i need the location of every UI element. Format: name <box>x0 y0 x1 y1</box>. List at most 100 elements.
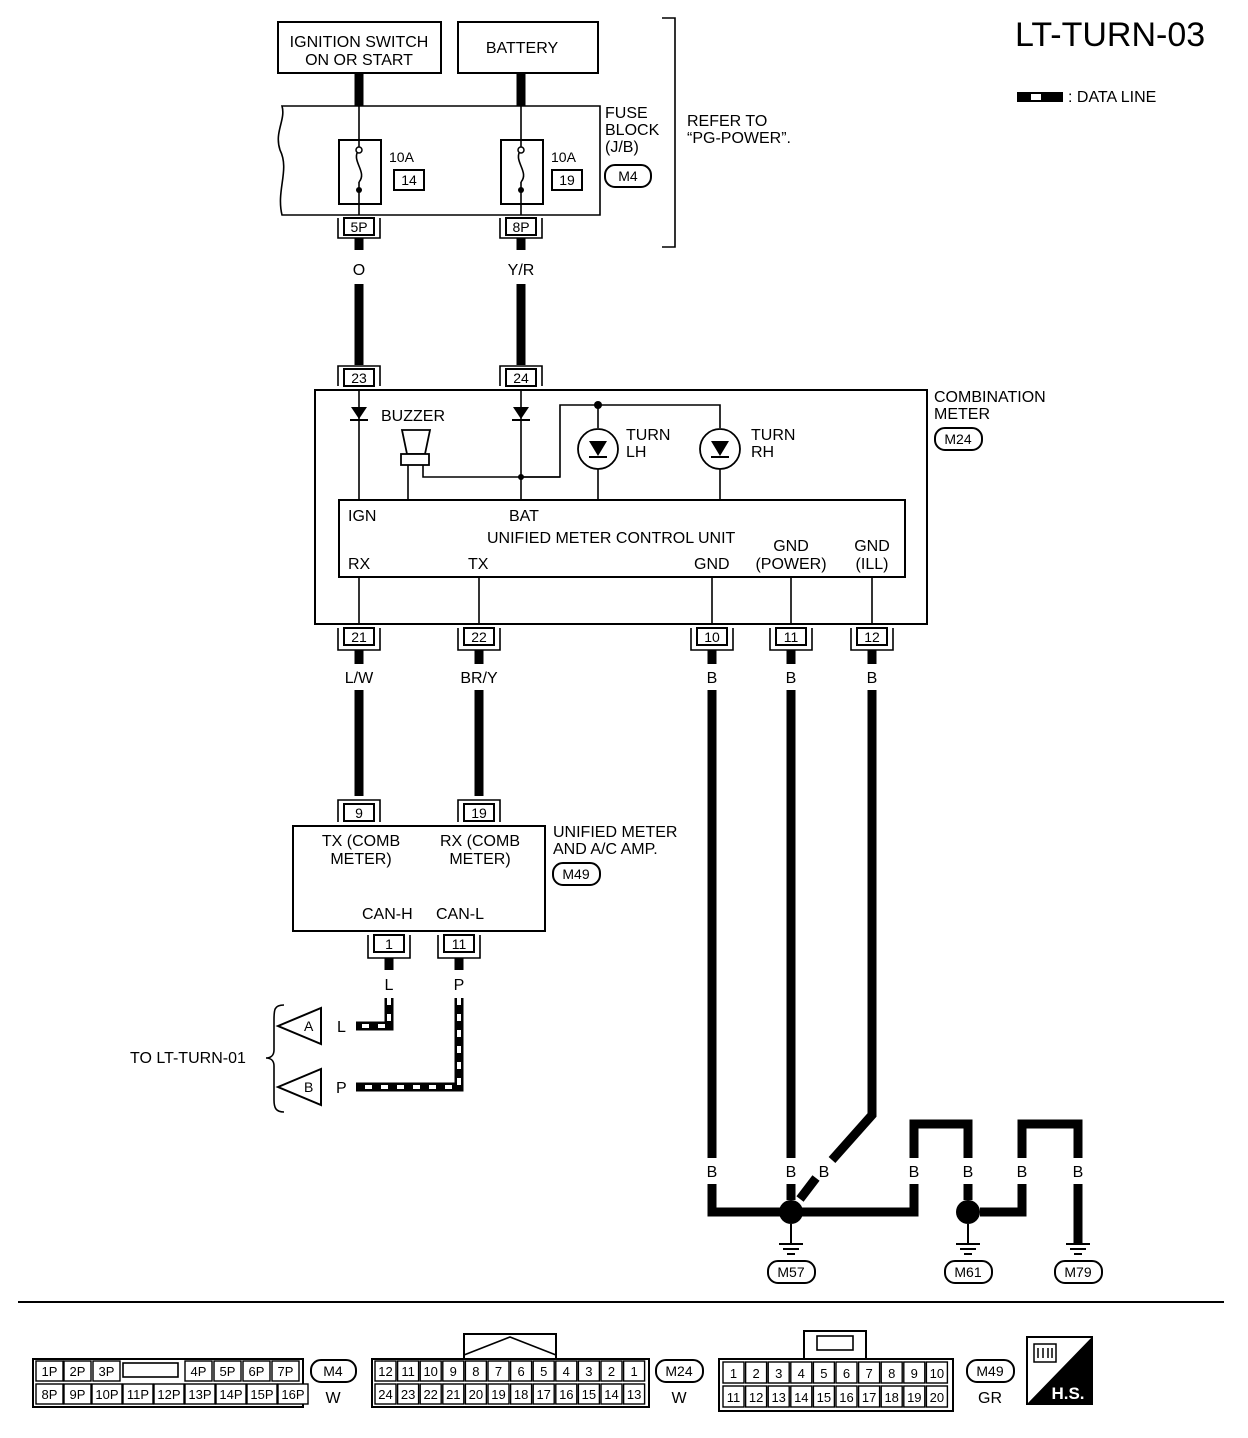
ground-m57: M57 <box>767 1200 816 1284</box>
m49-pin: 13 <box>771 1390 785 1405</box>
svg-text:IGN: IGN <box>348 508 376 525</box>
terminal-11-amp: 11 <box>437 934 481 959</box>
m24-pin: 1 <box>630 1364 637 1379</box>
unified-meter-ac-amp: TX (COMB METER) RX (COMB METER) CAN-H CA… <box>292 824 677 932</box>
m24-pin-cell <box>577 1383 601 1405</box>
svg-text:TX: TX <box>468 556 489 573</box>
m24-pin: 17 <box>536 1387 550 1402</box>
m24-pin-cell <box>532 1360 555 1382</box>
svg-text:L: L <box>385 977 394 994</box>
fuse-19: 10A 19 <box>500 106 583 215</box>
m4-pin: 14P <box>219 1387 242 1402</box>
svg-text:5P: 5P <box>350 219 367 235</box>
svg-text:RX: RX <box>348 556 371 573</box>
connector-m49-tag: M49 GR <box>966 1359 1015 1407</box>
m49-pin: 16 <box>839 1390 853 1405</box>
connector-icon <box>1033 1343 1057 1363</box>
m49-pin-cell <box>767 1361 790 1384</box>
m49-pin: 19 <box>907 1390 921 1405</box>
svg-text:Y/R: Y/R <box>508 262 535 279</box>
svg-text:H.S.: H.S. <box>1051 1384 1084 1403</box>
terminal-24: 24 <box>499 365 543 387</box>
svg-text:B: B <box>819 1164 830 1181</box>
m4-pin: 3P <box>99 1364 115 1379</box>
page-id: LT-TURN-03 <box>1015 16 1205 54</box>
connector-m4-tag: M4 W <box>310 1359 357 1407</box>
m4-pin: 8P <box>42 1387 58 1402</box>
m24-pin-cell <box>419 1383 442 1405</box>
to-lt-turn-01: A B TO LT-TURN-01 <box>130 1004 322 1113</box>
connector-m24-tag: M24 W <box>655 1359 704 1407</box>
svg-text:B: B <box>304 1079 313 1095</box>
svg-text:24: 24 <box>513 370 529 386</box>
svg-text:UNIFIED METER: UNIFIED METER <box>553 824 677 841</box>
m24-pin-cell <box>622 1383 646 1405</box>
terminal-8p: 8P <box>499 217 543 239</box>
svg-text:BATTERY: BATTERY <box>486 40 559 57</box>
m49-pin: 8 <box>888 1366 895 1381</box>
m49-pin: 6 <box>843 1366 850 1381</box>
m24-pin: 5 <box>540 1364 547 1379</box>
svg-text:FUSE: FUSE <box>605 105 648 122</box>
m24-pin: 6 <box>517 1364 524 1379</box>
m4-pin-cell <box>271 1360 300 1382</box>
m49-pin-cell <box>903 1385 926 1408</box>
svg-text:CAN-L: CAN-L <box>436 906 484 923</box>
terminal-23: 23 <box>337 365 381 387</box>
svg-text:1: 1 <box>385 936 393 952</box>
svg-text:BR/Y: BR/Y <box>460 670 498 687</box>
m4-pin: 1P <box>42 1364 58 1379</box>
m24-pin-cell <box>442 1383 465 1405</box>
m49-pin-cell <box>744 1385 768 1408</box>
m4-pin-cell <box>184 1383 216 1405</box>
svg-text:GND: GND <box>694 556 730 573</box>
m24-pin: 13 <box>627 1387 641 1402</box>
m49-pin-cell <box>722 1385 745 1408</box>
terminal-5p: 5P <box>337 217 381 239</box>
svg-text:TX (COMB: TX (COMB <box>322 833 400 850</box>
svg-text:B: B <box>867 670 878 687</box>
svg-text:B: B <box>1073 1164 1084 1181</box>
m4-pin: 16P <box>281 1387 304 1402</box>
m24-pin-cell <box>487 1360 510 1382</box>
m49-pin-cell <box>857 1385 881 1408</box>
svg-text:11: 11 <box>452 936 467 952</box>
svg-text:B: B <box>786 1164 797 1181</box>
m4-pin: 7P <box>278 1364 294 1379</box>
m49-pin-cell <box>903 1361 926 1384</box>
m4-pin: 11P <box>127 1387 149 1402</box>
m49-pin: 9 <box>911 1366 918 1381</box>
svg-text:B: B <box>707 1164 718 1181</box>
svg-text:10: 10 <box>704 629 720 645</box>
m24-pin-cell <box>464 1383 488 1405</box>
svg-text:M4: M4 <box>618 168 638 184</box>
buzzer-icon <box>400 429 560 500</box>
m24-pin-cell <box>509 1383 533 1405</box>
svg-text:M49: M49 <box>976 1363 1003 1379</box>
m24-pin: 10 <box>423 1364 437 1379</box>
m24-pin-cell <box>374 1360 397 1382</box>
svg-text:TO LT-TURN-01: TO LT-TURN-01 <box>130 1050 246 1067</box>
m24-pin-cell <box>555 1383 578 1405</box>
svg-text:M24: M24 <box>665 1363 692 1379</box>
m24-pin: 9 <box>450 1364 457 1379</box>
svg-text:M57: M57 <box>777 1264 804 1280</box>
m49-pin-cell <box>790 1385 813 1408</box>
m24-pin: 18 <box>514 1387 528 1402</box>
m24-pin: 20 <box>469 1387 483 1402</box>
svg-text:METER): METER) <box>330 851 391 868</box>
svg-text:P: P <box>454 977 465 994</box>
m24-pin-cell <box>396 1383 420 1405</box>
m4-pin: 4P <box>191 1364 207 1379</box>
m24-pin: 12 <box>378 1364 392 1379</box>
m4-pin: 15P <box>250 1387 273 1402</box>
svg-text:10A: 10A <box>551 149 577 165</box>
m4-pin-cell <box>215 1383 247 1405</box>
m24-pin-cell <box>442 1360 465 1382</box>
m24-pin-cell <box>555 1360 578 1382</box>
battery: BATTERY <box>457 21 599 74</box>
svg-text:W: W <box>671 1390 687 1407</box>
svg-text:B: B <box>963 1164 974 1181</box>
unified-meter-control-unit: IGN BAT UNIFIED METER CONTROL UNIT RX TX… <box>338 499 906 578</box>
